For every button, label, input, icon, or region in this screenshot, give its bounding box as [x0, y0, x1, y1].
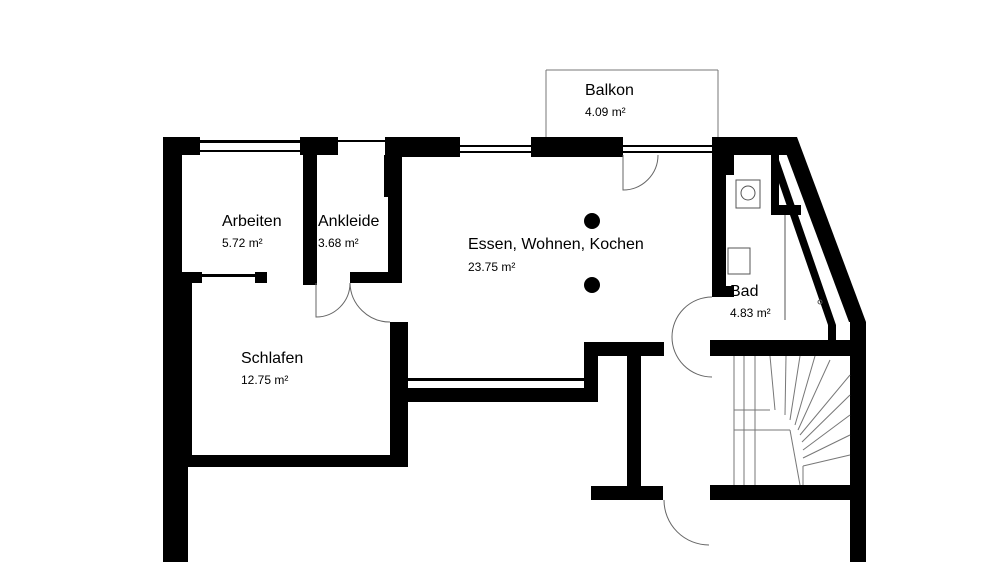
wall-diagonal-outer: [780, 137, 866, 322]
ceiling-light-icon: [584, 213, 600, 229]
walls: [163, 137, 866, 562]
shower-drain-icon: [817, 299, 823, 305]
toilet-icon: [735, 179, 761, 209]
room-label-balkon: Balkon: [585, 82, 634, 99]
wall-schlafen-bottom: [180, 455, 408, 467]
wall-right-outer: [850, 322, 866, 562]
room-label-essen: Essen, Wohnen, Kochen: [468, 236, 644, 253]
wall-bad-bottom: [710, 340, 850, 356]
wall-arbeiten-ankleide: [303, 137, 317, 285]
wall-kitchen-step-v: [584, 342, 598, 402]
wall-stair-bottom: [710, 485, 850, 500]
room-label-arbeiten: Arbeiten: [222, 213, 282, 230]
wall-essen-bottom: [400, 388, 598, 402]
room-area-arbeiten: 5.72 m²: [222, 236, 263, 250]
wall-pillar: [627, 352, 641, 500]
wall-top-4: [531, 137, 623, 157]
room-area-bad: 4.83 m²: [730, 306, 771, 320]
ceiling-light-icon: [584, 277, 600, 293]
wall-top-5: [712, 137, 797, 155]
wall-top-3: [385, 137, 460, 157]
staircase: [733, 355, 851, 486]
wall-left-outer: [163, 137, 182, 562]
room-label-ankleide: Ankleide: [318, 213, 380, 230]
room-area-schlafen: 12.75 m²: [241, 373, 289, 387]
room-label-bad: Bad: [730, 283, 759, 300]
balcony-outline: [545, 69, 719, 137]
sink-icon: [727, 247, 751, 275]
room-area-ankleide: 3.68 m²: [318, 236, 359, 250]
wall-schlafen-left: [180, 283, 192, 455]
room-area-balkon: 4.09 m²: [585, 105, 626, 119]
wall-bad-left: [712, 137, 726, 297]
wall-diagonal-inner: [771, 160, 836, 325]
room-label-schlafen: Schlafen: [241, 350, 304, 367]
room-area-essen: 23.75 m²: [468, 260, 516, 274]
wall-schlafen-right: [390, 322, 408, 467]
wall-kitchen-step-h: [584, 342, 664, 356]
wall-ankleide-essen: [388, 155, 402, 283]
bathroom-fixtures: [727, 179, 823, 320]
wall-top-1: [163, 137, 200, 155]
door-swings: [315, 154, 713, 546]
